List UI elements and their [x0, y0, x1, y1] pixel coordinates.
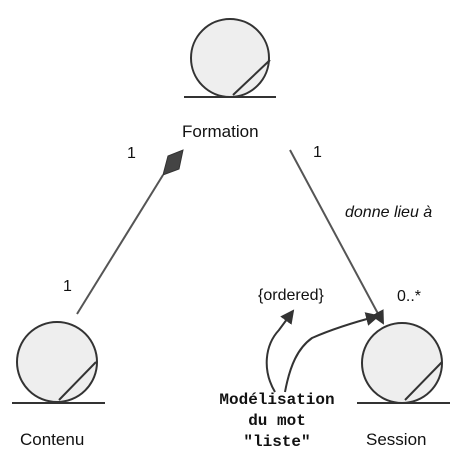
note-line-3: "liste": [243, 433, 311, 451]
generation-role-label: donne lieu à: [345, 204, 433, 221]
modeling-note: Modélisation du mot "liste": [192, 390, 362, 453]
session-entity-icon[interactable]: [357, 322, 450, 404]
note-line-2: du mot: [248, 412, 306, 430]
note-connectors: [265, 309, 380, 393]
note-line-1: Modélisation: [219, 391, 335, 409]
contenu-entity-icon[interactable]: [12, 321, 105, 404]
formation-entity-icon[interactable]: [184, 18, 276, 98]
ordered-constraint: {ordered}: [258, 287, 324, 304]
composition-diamond-icon: [162, 149, 184, 176]
generation-association[interactable]: [289, 149, 384, 325]
session-label: Session: [366, 430, 427, 449]
generation-multiplicity-session: 0..*: [397, 288, 422, 305]
generation-multiplicity-formation: 1: [313, 144, 322, 161]
composition-multiplicity-formation: 1: [127, 145, 136, 162]
composition-association[interactable]: [76, 149, 184, 315]
contenu-label: Contenu: [20, 430, 85, 449]
composition-multiplicity-contenu: 1: [63, 278, 72, 295]
formation-label: Formation: [182, 122, 259, 141]
